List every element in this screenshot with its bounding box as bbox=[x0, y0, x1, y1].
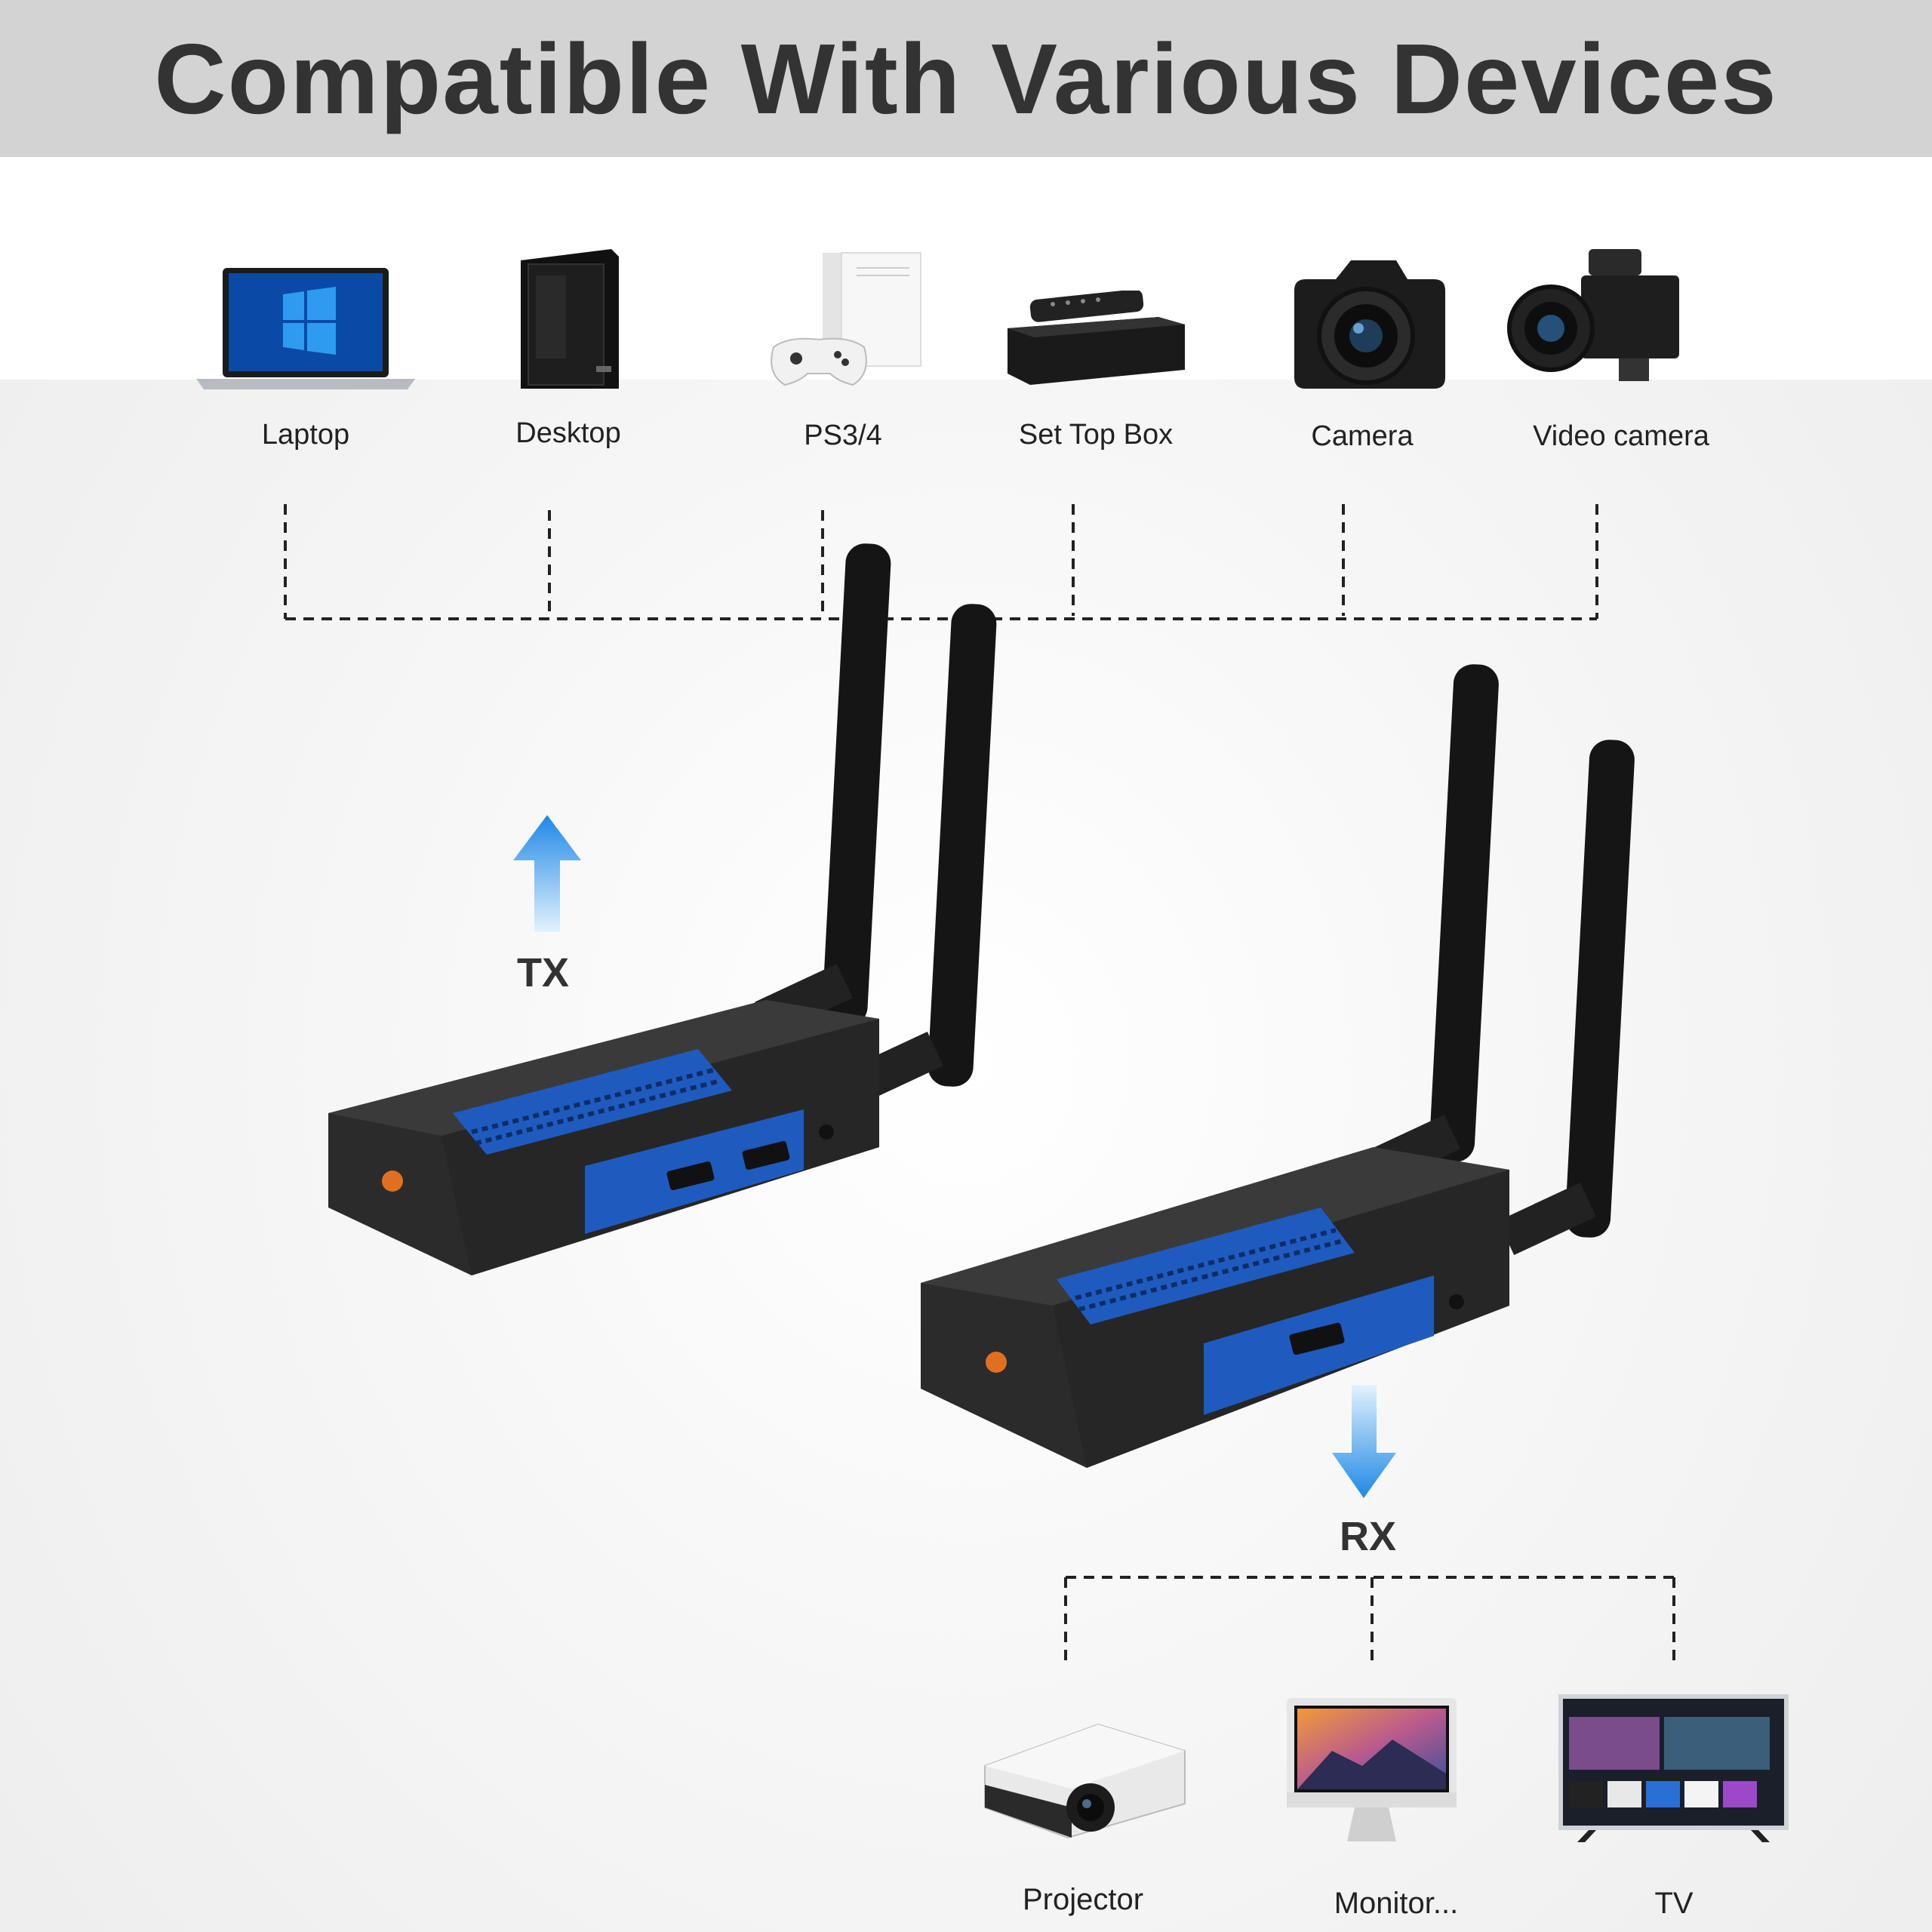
game-console-icon bbox=[771, 252, 921, 386]
display-label-tv: TV bbox=[1654, 1887, 1694, 1920]
tv-icon bbox=[1558, 1694, 1789, 1842]
laptop-icon bbox=[196, 268, 415, 389]
dslr-camera-icon bbox=[1294, 260, 1445, 389]
tx-up-arrow-icon bbox=[513, 815, 581, 932]
source-label-laptop: Laptop bbox=[261, 419, 350, 451]
monitor-icon bbox=[1287, 1698, 1457, 1841]
set-top-box-icon bbox=[1008, 291, 1185, 385]
tx-tag: TX bbox=[517, 950, 570, 995]
display-label-monitor: Monitor... bbox=[1334, 1887, 1459, 1920]
rx-tag: RX bbox=[1340, 1514, 1397, 1559]
source-label-desktop: Desktop bbox=[515, 417, 621, 449]
desktop-tower-icon bbox=[521, 249, 619, 389]
transmitter-device bbox=[328, 543, 997, 1275]
display-label-projector: Projector bbox=[1022, 1883, 1144, 1916]
receiver-device bbox=[921, 664, 1635, 1468]
source-label-camera: Camera bbox=[1311, 420, 1414, 452]
source-label-ps: PS3/4 bbox=[804, 420, 882, 451]
projector-icon bbox=[984, 1723, 1186, 1839]
source-label-video-camera: Video camera bbox=[1533, 420, 1709, 452]
rx-down-arrow-icon bbox=[1332, 1385, 1396, 1498]
source-label-set-top-box: Set Top Box bbox=[1018, 419, 1174, 451]
page-title: Compatible With Various Devices bbox=[154, 23, 1778, 134]
video-camera-icon bbox=[1507, 249, 1679, 381]
title-banner: Compatible With Various Devices bbox=[0, 0, 1932, 157]
